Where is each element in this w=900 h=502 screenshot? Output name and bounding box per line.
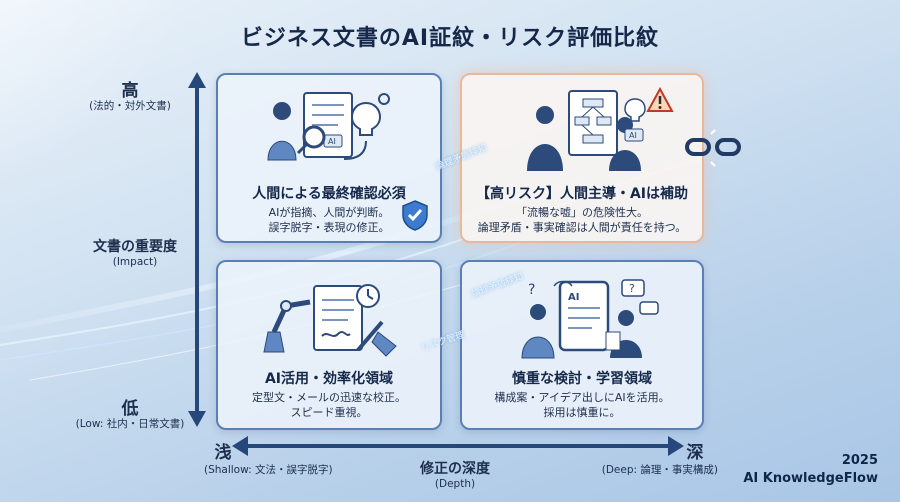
x-axis-label: 修正の深度	[420, 461, 490, 477]
quadrant-bottom-right: AI ? ? 慎重な検討・学習領域 構成案・アイデア出しにAIを活用。 採用は慎…	[460, 260, 704, 430]
svg-text:AI: AI	[629, 131, 637, 140]
page-title: ビジネス文書のAI証紋・リスク評価比紋	[240, 26, 660, 51]
y-axis-arrow	[188, 72, 206, 427]
meeting-flowchart-icon: AI	[527, 90, 646, 171]
svg-text:?: ?	[629, 282, 635, 295]
quadrant-bottom-right-title: 慎重な検討・学習領域	[512, 371, 652, 387]
y-axis-high-sub: (法的・対外文書)	[89, 100, 171, 112]
person-magnifier-icon: AI	[267, 92, 390, 161]
x-axis-right-sub: (Deep: 論理・事実構成)	[601, 464, 718, 476]
x-axis-right-label: 深	[686, 443, 704, 463]
quadrant-top-right-line1: 「流暢な嘘」の危険性大。	[516, 206, 648, 219]
y-axis-high-label: 高	[121, 81, 139, 101]
brand-mark: 2025 AI KnowledgeFlow	[743, 452, 878, 488]
x-axis-arrow	[232, 436, 684, 456]
y-axis-label: 文書の重要度	[93, 239, 177, 255]
svg-text:?: ?	[528, 282, 535, 298]
quadrant-top-right-title: 【高リスク】人間主導・AIは補助	[475, 186, 689, 202]
quadrant-top-left-line1: AIが指摘、人間が判断。	[268, 206, 390, 219]
robot-arm-document-icon	[263, 284, 397, 357]
quadrant-top-left-title: 人間による最終確認必須	[252, 186, 406, 202]
svg-text:AI: AI	[328, 137, 336, 146]
quadrant-bottom-right-line1: 構成案・アイデア出しにAIを活用。	[494, 391, 670, 404]
quadrant-bottom-right-line2: 採用は慎重に。	[543, 406, 621, 419]
quadrant-top-left-line2: 誤字脱字・表現の修正。	[268, 221, 390, 234]
tablet-study-icon: AI ? ?	[521, 279, 659, 359]
quadrant-top-right-line2: 論理矛盾・事実確認は人間が責任を持つ。	[477, 221, 687, 234]
x-axis-left-sub: (Shallow: 文法・誤字脱字)	[204, 464, 333, 476]
quadrant-bottom-left-title: AI活用・効率化領域	[264, 371, 394, 387]
x-axis-left-label: 浅	[214, 443, 232, 463]
brand-name: AI KnowledgeFlow	[743, 471, 878, 486]
quadrant-bottom-left-line2: スピード重視。	[290, 406, 368, 419]
y-axis-label-sub: (Impact)	[112, 256, 158, 268]
x-axis-label-sub: (Depth)	[434, 478, 476, 490]
warning-icon	[646, 87, 674, 112]
y-axis-low-sub: (Low: 社内・日常文書)	[75, 418, 185, 430]
y-axis-low-label: 低	[121, 399, 139, 419]
shield-check-icon	[402, 200, 428, 231]
svg-text:AI: AI	[568, 292, 579, 303]
quadrant-bottom-left: AI活用・効率化領域 定型文・メールの迅速な校正。 スピード重視。	[216, 260, 442, 430]
quadrant-top-right: AI 【高リスク】人間主導・AIは補助 「流暢な嘘」の危険性大。 論理矛盾・事実…	[460, 73, 704, 243]
broken-chain-icon	[685, 129, 741, 167]
brand-year: 2025	[841, 453, 878, 468]
quadrant-top-left: AI 人間による最終確認必須 AIが指摘、人間が判断。 誤字脱字・表現の修正。	[216, 73, 442, 243]
quadrant-bottom-left-line1: 定型文・メールの迅速な校正。	[252, 391, 406, 404]
